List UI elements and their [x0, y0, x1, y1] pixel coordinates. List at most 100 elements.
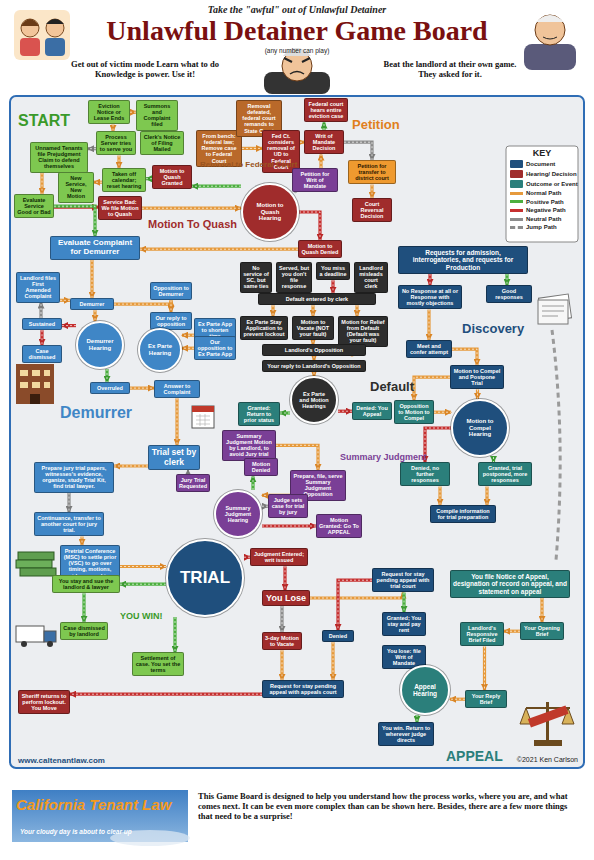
path-track — [540, 598, 543, 622]
step-box: Your Opening Brief — [520, 622, 564, 640]
hearing-circle: TRIAL — [166, 539, 244, 617]
node-label: Motion to Quash Hearing — [250, 202, 290, 222]
node-text-group: Motion to Vacate (NOT your fault) — [295, 319, 331, 337]
node-text-group: Meet and confer attempt — [409, 343, 449, 355]
path-connector — [285, 566, 286, 590]
node-text-group: Sheriff returns to perform lockout. You … — [21, 693, 67, 711]
path-connector — [114, 300, 171, 304]
node-label: Demurrer Hearing — [84, 338, 116, 351]
node-text-group: Landlord misleads court clerk — [357, 265, 385, 290]
hearing-circle: Summary Judgment Hearing — [214, 490, 262, 538]
node-text-group: Trial set by clerk — [151, 448, 197, 467]
path-connector — [333, 280, 334, 293]
node-label: Ex Parte Stay Application to prevent loc… — [243, 319, 285, 337]
legend-swatch — [510, 170, 523, 178]
path-connector — [130, 388, 154, 389]
path-connector — [42, 173, 43, 194]
path-track — [271, 305, 274, 316]
text-label: Summary Judgment — [340, 452, 430, 462]
path-track-dash — [504, 631, 520, 632]
path-track-dash — [321, 155, 322, 169]
path-track — [438, 487, 441, 506]
step-box: Denied — [322, 630, 354, 642]
step-box: 3-day Motion to Vacate — [262, 632, 302, 650]
path-track-dash — [88, 148, 96, 149]
node-label: Clerk's Notice of Filing Mailed — [143, 134, 181, 152]
step-box: Process Server tries to serve you — [96, 131, 136, 155]
step-box: Judge sets case for trial by jury — [268, 494, 308, 518]
node-text-group: Your reply to Landlord's Opposition — [265, 363, 363, 369]
node-text-group: Process Server tries to serve you — [99, 134, 133, 152]
node-text-group: Settlement of case. You set the terms — [135, 655, 181, 673]
path-track — [40, 173, 43, 194]
step-box: Summary Judgment Motion by Landlord, to … — [222, 430, 276, 461]
step-box: You file Notice of Appeal, designation o… — [450, 570, 570, 598]
text-label: Get out of victim mode Learn what to do … — [70, 60, 220, 80]
path-track-dash — [62, 325, 76, 326]
path-connector — [333, 642, 334, 680]
step-box: Sustained — [22, 318, 62, 330]
path-track — [40, 330, 43, 345]
node-label: Answer to Complaint — [157, 383, 197, 395]
hearing-circle: Motion to Quash Hearing — [241, 183, 299, 241]
node-label: Motion to Compel and Postpone Trial — [453, 368, 501, 386]
money-stack — [16, 552, 56, 576]
text-label: ©2021 Ken Carlson — [440, 756, 578, 764]
path-track-dash — [42, 173, 43, 194]
step-box: Granted: Return to prior status — [238, 402, 280, 426]
node-text-group: Summons and Complaint filed — [139, 103, 175, 128]
text-label: APPEAL — [446, 748, 526, 764]
hearing-circle: Appeal Hearing — [400, 665, 450, 715]
path-track — [280, 650, 283, 680]
legend-line-sample — [510, 226, 523, 229]
path-track-dash — [82, 537, 83, 546]
angry-judge — [264, 48, 330, 94]
path-track-dash — [452, 349, 477, 365]
path-track — [93, 310, 96, 321]
node-label: Unnamed Tenants file Prejudgment Claim t… — [33, 145, 85, 170]
step-box: No service of SC, but same ties — [240, 262, 272, 293]
node-label: Process Server tries to serve you — [99, 134, 133, 152]
path-track-dash — [487, 487, 488, 506]
step-box: Denied: You Appeal — [352, 402, 392, 420]
step-box: Compile information for trial preparatio… — [430, 505, 496, 523]
path-connector — [175, 617, 176, 652]
path-connector — [321, 155, 322, 169]
path-track-dash — [70, 694, 262, 695]
path-track — [338, 410, 352, 413]
path-track — [280, 411, 290, 414]
path-track — [504, 630, 520, 633]
path-track-dash — [60, 300, 70, 301]
node-text-group: No service of SC, but same ties — [243, 265, 269, 290]
node-text-group: Evaluate Service Good or Bad — [17, 197, 51, 215]
node-label: Served, but you don't file response — [279, 265, 309, 290]
node-text-group: Unnamed Tenants file Prejudgment Claim t… — [33, 145, 85, 170]
node-text-group: Compile information for trial preparatio… — [433, 508, 493, 520]
node-label: Case dismissed by landlord — [63, 625, 105, 637]
node-label: Taken off calendar; reset hearing — [105, 171, 143, 189]
node-label: Evaluate Complaint for Demurrer — [53, 239, 137, 257]
node-text-group: You miss a deadline — [319, 265, 347, 277]
node-label: Denied — [325, 633, 351, 639]
step-box: Case dismissed — [22, 345, 62, 363]
old-landlord — [524, 15, 576, 70]
node-label: You file Notice of Appeal, designation o… — [453, 573, 567, 595]
legend-line-sample — [510, 192, 523, 195]
path-connector — [372, 185, 373, 199]
text-label: This Game Board is designed to help you … — [198, 792, 584, 821]
step-box: Request for stay pending appeal with app… — [262, 680, 344, 698]
path-connector — [504, 631, 520, 632]
path-track — [70, 693, 262, 696]
justice-scales — [520, 702, 574, 746]
path-connector — [430, 274, 431, 285]
node-label: Petition for transfer to district court — [351, 163, 393, 181]
path-track — [130, 387, 154, 390]
path-connector — [177, 398, 178, 445]
node-text-group: Court Reversal Decision — [355, 201, 389, 219]
arguing-couple — [14, 10, 70, 60]
step-box: Ex Parte Stay Application to prevent loc… — [240, 316, 288, 340]
node-label: Denied: You Appeal — [355, 405, 389, 417]
path-connector — [69, 493, 70, 512]
node-text-group: Case dismissed — [25, 348, 59, 360]
step-box: Landlord misleads court clerk — [354, 262, 388, 293]
